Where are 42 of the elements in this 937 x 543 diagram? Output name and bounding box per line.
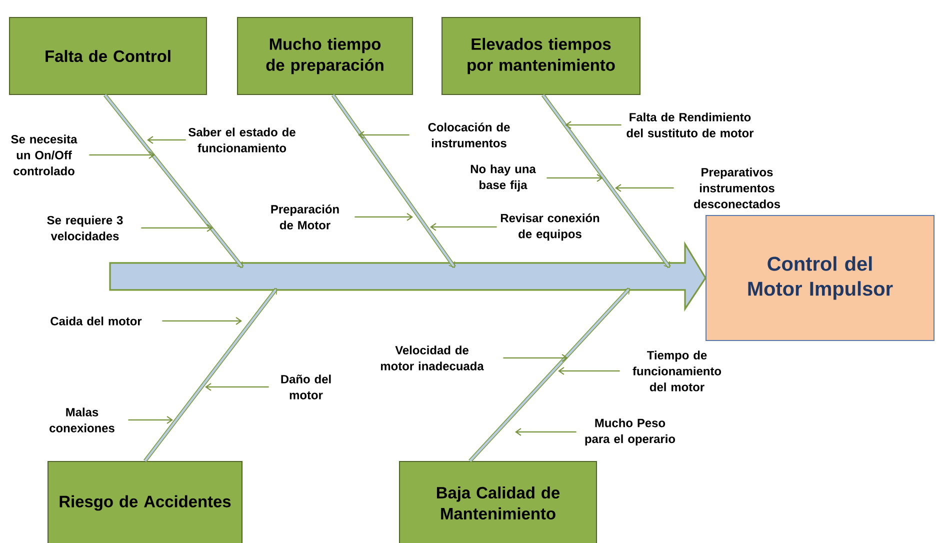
cause-label: Revisar conexión de equipos	[500, 213, 600, 241]
arrow	[205, 383, 269, 391]
arrow	[565, 121, 622, 129]
cause-label: Caida del motor	[50, 316, 142, 326]
cause-label: Tiempo de funcionamiento del motor	[632, 350, 722, 392]
cause-label: Preparación de Motor	[271, 204, 339, 230]
cause-label: Mucho Peso para el operario	[585, 418, 676, 446]
arrow	[358, 131, 410, 139]
arrow	[503, 354, 568, 362]
arrow	[615, 184, 674, 192]
category-box: Riesgo de Accidentes	[48, 460, 242, 543]
category-box: Falta de Control	[9, 17, 207, 95]
bone-arrow	[468, 288, 631, 462]
bone-arrow	[144, 288, 278, 462]
arrow	[147, 136, 186, 144]
arrow	[354, 213, 413, 221]
arrow	[515, 428, 576, 436]
cause-label: Daño del motor	[281, 374, 331, 400]
bone-arrow	[331, 94, 456, 268]
cause-label: Malas conexiones	[50, 408, 114, 432]
cause-label: Se requiere 3 velocidades	[47, 216, 123, 240]
cause-label: No hay una base fija	[470, 164, 536, 192]
arrow	[141, 224, 213, 232]
cause-label: Se necesita un On/Off controlado	[11, 134, 78, 176]
arrow	[89, 151, 155, 159]
cause-label: Saber el estado de funcionamiento	[188, 128, 296, 152]
arrow	[546, 174, 603, 182]
category-box: Baja Calidad de Mantenimiento	[399, 460, 597, 543]
spine-arrow	[109, 241, 706, 312]
bone-arrow	[104, 94, 244, 268]
arrow	[558, 367, 620, 375]
cause-label: Velocidad de motor inadecuada	[380, 346, 484, 370]
category-box: Mucho tiempo de preparación	[237, 17, 413, 95]
bone-arrow	[541, 94, 671, 268]
effect-box: Control del Motor Impulsor	[706, 214, 934, 341]
cause-label: Colocación de instrumentos	[428, 122, 510, 148]
cause-label: Preparativos instrumentos desconectados	[694, 168, 780, 208]
arrow	[162, 317, 242, 325]
category-box: Elevados tiempos por mantenimiento	[442, 17, 640, 95]
cause-label: Falta de Rendimiento del sustituto de motor	[626, 112, 754, 138]
arrow	[430, 223, 497, 231]
arrow	[128, 416, 173, 424]
